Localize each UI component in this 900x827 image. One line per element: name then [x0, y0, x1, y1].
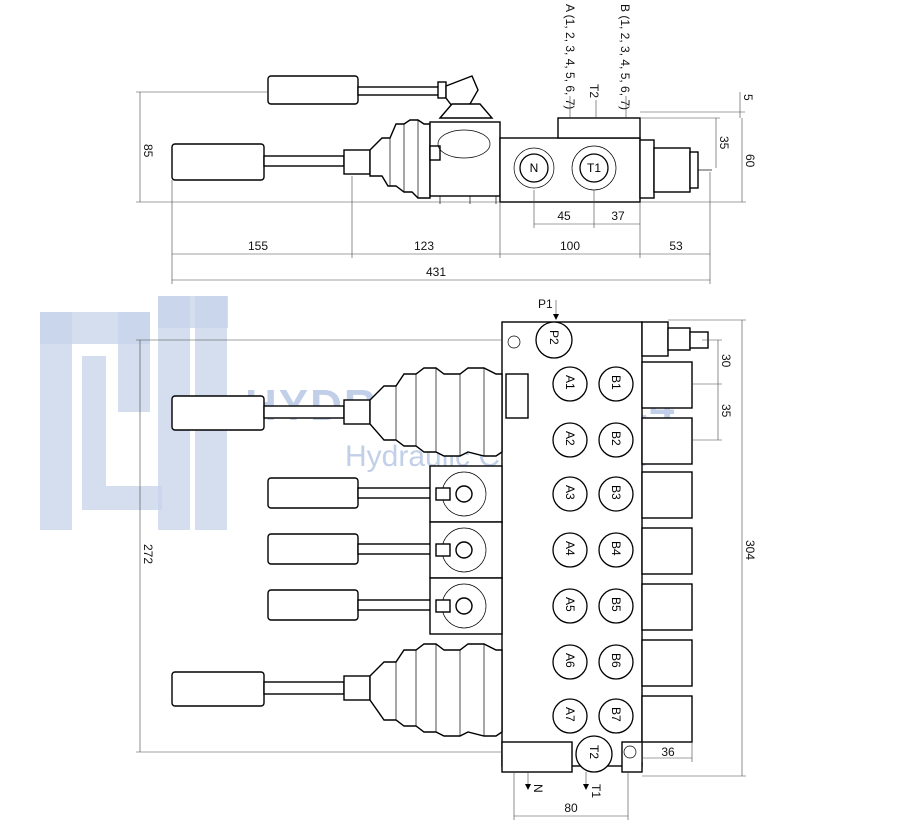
lever-1-joystick [171, 367, 503, 457]
port-a2 [552, 422, 588, 458]
t2-top-label: T2 [587, 84, 601, 98]
port-b7 [598, 698, 634, 734]
port-b2-label: B2 [609, 431, 623, 446]
port-a5 [552, 588, 588, 624]
valve-body-top: N T1 [499, 117, 712, 203]
port-a4 [552, 532, 588, 568]
port-p2-label: P2 [547, 330, 561, 345]
port-a7 [552, 698, 588, 734]
dim-35-front: 35 [719, 404, 733, 418]
dim-36: 36 [661, 745, 675, 759]
dim-85: 85 [141, 144, 155, 158]
b-ports-label: B (1, 2, 3, 4, 5, 6, 7) [618, 4, 632, 110]
dim-100: 100 [560, 239, 580, 253]
port-b1-label: B1 [609, 375, 623, 390]
port-a4-label: A4 [563, 541, 577, 556]
b-side-caps [641, 361, 693, 743]
top-dimensions: 85 5 35 60 45 37 155 123 100 53 [136, 91, 757, 284]
port-b2 [598, 422, 634, 458]
lever-3 [267, 521, 503, 579]
lever-5-joystick [171, 643, 503, 737]
port-a6 [552, 644, 588, 680]
dim-304: 304 [743, 540, 757, 560]
main-lever [171, 143, 371, 181]
dim-155: 155 [248, 239, 268, 253]
outlet-n-label: N [531, 784, 545, 793]
port-b6-label: B6 [609, 653, 623, 668]
port-t2-outlet-label: T2 [587, 745, 601, 759]
port-a3 [552, 476, 588, 512]
dim-123: 123 [414, 239, 434, 253]
port-p2 [535, 321, 573, 359]
port-a1 [552, 366, 588, 402]
port-a2-label: A2 [563, 431, 577, 446]
port-b5-label: B5 [609, 597, 623, 612]
port-a6-label: A6 [563, 653, 577, 668]
lever-4 [267, 577, 503, 635]
joystick-head [429, 103, 501, 204]
dim-60: 60 [743, 154, 757, 168]
port-t1-top: T1 [587, 161, 601, 175]
port-b6 [598, 644, 634, 680]
dim-272: 272 [141, 544, 155, 564]
dim-53: 53 [669, 239, 683, 253]
port-b1 [598, 366, 634, 402]
section-ports: A1 B1 A2 B2 A3 B3 A4 B4 A5 B5 A6 B6 A7 B… [552, 366, 634, 734]
top-view: N T1 A (1, 2, 3, 4, 5, 6, 7) B (1, 2, 3,… [136, 4, 757, 284]
front-view: P2 P1 A1 B1 A2 B2 A3 B3 A4 B [136, 297, 757, 820]
p1-label: P1 [538, 297, 553, 311]
port-b4-label: B4 [609, 541, 623, 556]
dim-80: 80 [564, 801, 578, 815]
outlet-t1-label: T1 [589, 784, 603, 798]
port-b5 [598, 588, 634, 624]
front-dimensions: 30 35 304 272 36 80 [136, 319, 757, 820]
port-n-top: N [530, 161, 539, 175]
upper-lever [267, 75, 479, 107]
port-b3-label: B3 [609, 485, 623, 500]
dim-431: 431 [426, 265, 446, 279]
dim-35: 35 [717, 136, 731, 150]
port-b4 [598, 532, 634, 568]
port-a1-label: A1 [563, 375, 577, 390]
port-a5-label: A5 [563, 597, 577, 612]
inlet-fitting [641, 321, 709, 357]
a-ports-label: A (1, 2, 3, 4, 5, 6, 7) [563, 4, 577, 109]
port-t2-outlet [575, 735, 613, 773]
port-b3 [598, 476, 634, 512]
dim-45: 45 [557, 209, 571, 223]
dim-5: 5 [741, 94, 755, 101]
lever-2 [267, 465, 503, 523]
rubber-boot [369, 119, 431, 199]
port-a3-label: A3 [563, 485, 577, 500]
port-a7-label: A7 [563, 707, 577, 722]
dim-37: 37 [611, 209, 625, 223]
port-b7-label: B7 [609, 707, 623, 722]
dim-30: 30 [719, 354, 733, 368]
